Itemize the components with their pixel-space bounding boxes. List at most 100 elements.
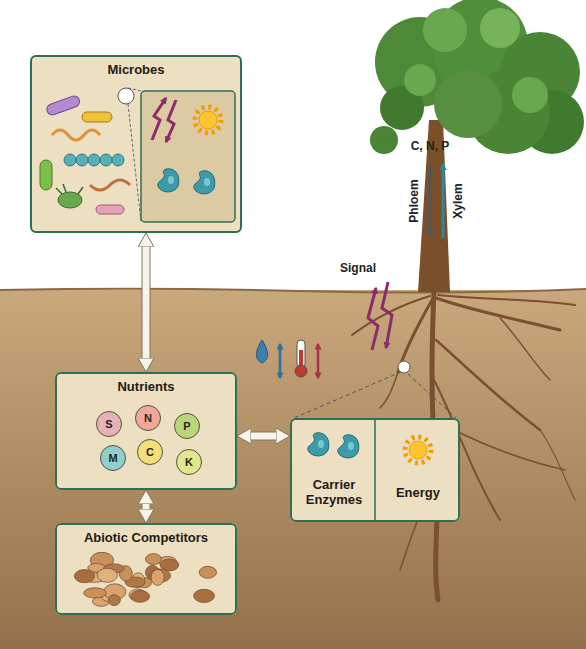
abiotic-box-fill (55, 523, 237, 615)
box-label: Nutrients (57, 380, 235, 395)
roots-part (380, 372, 398, 408)
nutrient-circle: P (174, 413, 200, 439)
split-box: Carrier Enzymes Energy (290, 418, 460, 522)
microbe-cells-part (56, 184, 83, 194)
canopy-part (423, 8, 467, 52)
enzyme-icon (308, 433, 329, 456)
roots-part (500, 318, 550, 380)
roots-part (436, 298, 560, 330)
nutrient-circle: K (176, 449, 202, 475)
arrow-outline (142, 247, 151, 358)
roots-part (398, 300, 432, 372)
nutrients-box-fill (55, 372, 237, 490)
box-divider (374, 419, 376, 521)
element-symbol: S (97, 412, 121, 436)
nutrient-circle: M (100, 445, 126, 471)
microbe-cells-part (52, 130, 100, 140)
microbe-cells-part (40, 160, 52, 190)
process-box: NutrientsSNP MCK (55, 372, 237, 490)
soil-particles (74, 552, 216, 606)
signal-label: Signal (340, 261, 376, 275)
canopy-part (480, 8, 520, 48)
arrow-outline (142, 504, 151, 509)
pebble (151, 569, 164, 585)
nutrient-circle: C (137, 439, 163, 465)
pebble (145, 554, 161, 565)
arrow-shaft (251, 433, 276, 440)
microbe-inset-icons-part (195, 107, 221, 133)
canopy (370, 0, 584, 154)
double-arrow (146, 247, 147, 358)
zoom-leader (128, 104, 141, 222)
microbe-cells-part-part (64, 154, 76, 166)
microbe-cells-part (45, 94, 81, 116)
flow-label: C, N, P (411, 139, 450, 153)
canopy-part (404, 64, 436, 96)
microbe-cells-part-part (88, 154, 100, 166)
pebble (108, 595, 120, 606)
process-box: Microbes (30, 55, 242, 233)
flow-label: Xylem (451, 183, 465, 218)
canopy-part (512, 77, 548, 113)
microbe-inset-icons-part (152, 98, 166, 140)
microbe-cells-part (82, 112, 112, 122)
microbe-cells-part (96, 205, 124, 214)
box-label: Energy (379, 486, 457, 501)
process-box: Abiotic Competitors (55, 523, 237, 615)
zoom-leader (408, 374, 456, 418)
element-symbol: C (138, 440, 162, 464)
temperature-arrow (317, 344, 320, 378)
microbe-inset-icons-part (166, 100, 176, 142)
double-arrow (146, 504, 147, 509)
zoom-circle (398, 361, 410, 373)
microbe-inset-icons (152, 98, 221, 194)
arrow-outline (251, 432, 276, 441)
microbe-cells-part (90, 180, 130, 190)
roots-part (540, 430, 575, 500)
pebble (97, 568, 117, 582)
microbe-inset-icons-part (194, 171, 215, 194)
signal-bolt (382, 282, 392, 348)
phloem-arrow (429, 166, 432, 236)
arrow-shaft (143, 504, 150, 509)
thermometer-part (295, 365, 307, 377)
pebble (74, 570, 94, 583)
soil (0, 290, 586, 649)
pebble (131, 591, 150, 603)
thermometer (295, 340, 307, 377)
thermometer-part (297, 340, 305, 368)
water-arrow (279, 344, 282, 378)
nutrient-circle: S (96, 411, 122, 437)
pebble (194, 589, 215, 602)
zoom-leader (294, 372, 401, 418)
canopy-part (434, 70, 502, 138)
enzyme-icon (338, 435, 359, 458)
flow-label: Phloem (407, 179, 421, 222)
nutrient-circle: N (135, 405, 161, 431)
canopy-part (370, 126, 398, 154)
pebble (84, 588, 107, 598)
double-arrow (251, 436, 276, 437)
microbe-cells (40, 94, 130, 214)
roots-part (438, 295, 575, 305)
water-drop (256, 340, 267, 363)
microbe-inset (141, 91, 235, 222)
microbe-cells-part-part (76, 154, 88, 166)
box-label: Microbes (32, 63, 240, 78)
microbe-cells-part-part (100, 154, 112, 166)
microbe-inset-icons-part (158, 169, 179, 192)
microbe-cells-part (64, 154, 124, 166)
microbe-cells-part-part (112, 154, 124, 166)
ground-line (0, 289, 586, 293)
signal-bolt (368, 288, 378, 350)
zoom-circle (118, 88, 134, 104)
element-symbol: N (136, 406, 160, 430)
element-symbol: M (101, 446, 125, 470)
microbes-box-fill (30, 55, 242, 233)
arrow-shaft (143, 247, 150, 358)
box-label: Carrier Enzymes (294, 478, 374, 508)
element-symbol: K (177, 450, 201, 474)
